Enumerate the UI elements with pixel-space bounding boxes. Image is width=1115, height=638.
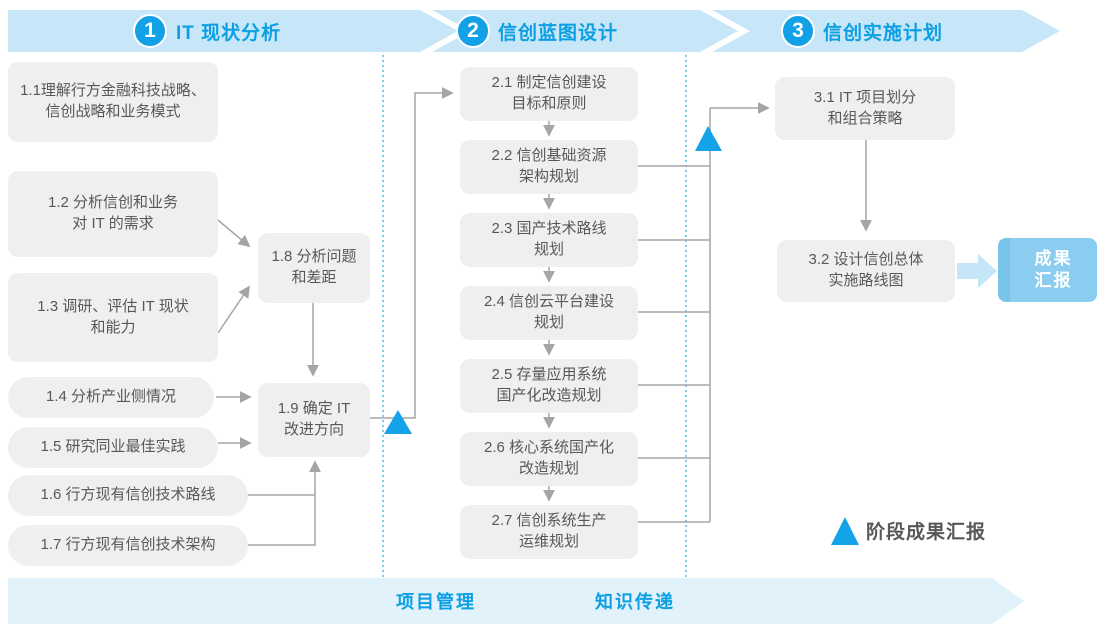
task-box-2-5-line1: 2.5 存量应用系统 (491, 366, 607, 384)
task-box-1-4: 1.4 分析产业侧情况 (8, 377, 214, 418)
project-management-label: 项目管理 (396, 592, 476, 612)
task-box-2-7-line1: 2.7 信创系统生产 (491, 512, 607, 530)
task-box-2-4-line1: 2.4 信创云平台建设 (483, 293, 615, 311)
task-box-2-6-line2: 改造规划 (518, 460, 579, 477)
task-box-1-9-line2: 改进方向 (283, 421, 344, 438)
task-box-2-2-line2: 架构规划 (518, 168, 579, 185)
task-box-2-2-line1: 2.2 信创基础资源 (491, 147, 607, 165)
task-box-1-2-line2: 对 IT 的需求 (72, 215, 154, 232)
task-box-3-2-line1: 3.2 设计信创总体 (808, 251, 924, 269)
task-box-3-2-line2: 实施路线图 (828, 272, 904, 289)
task-box-1-6-line1: 1.6 行方现有信创技术路线 (40, 486, 216, 504)
task-box-1-1-line1: 1.1理解行方金融科技战略、 (20, 82, 206, 100)
phase1-title: IT 现状分析 (176, 22, 282, 44)
task-box-1-8-line2: 和差距 (291, 269, 337, 286)
task-box-2-6-line1: 2.6 核心系统国产化 (483, 439, 615, 457)
task-box-1-3-line1: 1.3 调研、评估 IT 现状 (37, 297, 189, 315)
task-box-1-8-line1: 1.8 分析问题 (271, 248, 357, 266)
task-box-1-1-line2: 信创战略和业务模式 (45, 103, 181, 120)
knowledge-transfer-label: 知识传递 (595, 592, 675, 612)
connector-lines (212, 87, 872, 546)
result-report-line1: 成果 (1034, 248, 1073, 268)
result-block-arrow (957, 254, 997, 288)
phase3-title: 信创实施计划 (823, 22, 944, 44)
task-box-2-7-line2: 运维规划 (518, 533, 579, 550)
task-box-2-1-line1: 2.1 制定信创建设 (491, 74, 607, 92)
task-box-2-1-line2: 目标和原则 (511, 95, 587, 112)
task-box-2-4-line2: 规划 (533, 314, 564, 331)
legend-label: 阶段成果汇报 (866, 521, 987, 543)
task-box-2-4: 2.4 信创云平台建设 规划 (460, 286, 638, 340)
task-box-2-3-line1: 2.3 国产技术路线 (491, 220, 607, 238)
task-box-1-6: 1.6 行方现有信创技术路线 (8, 475, 248, 516)
task-box-1-4-line1: 1.4 分析产业侧情况 (45, 388, 177, 406)
phase2-number-badge: 2 (456, 14, 490, 48)
task-box-3-1: 3.1 IT 项目划分 和组合策略 (775, 77, 955, 140)
legend-triangle-icon (831, 517, 859, 545)
task-box-2-3-line2: 规划 (533, 241, 564, 258)
task-box-1-9-line1: 1.9 确定 IT (277, 400, 351, 418)
task-box-1-5-line1: 1.5 研究同业最佳实践 (40, 438, 186, 456)
task-box-1-3-line2: 和能力 (90, 318, 136, 336)
task-box-2-7: 2.7 信创系统生产 运维规划 (460, 505, 638, 559)
task-box-3-1-line2: 和组合策略 (827, 109, 903, 127)
task-box-2-5-line2: 国产化改造规划 (496, 387, 602, 404)
task-box-3-1-line1: 3.1 IT 项目划分 (813, 88, 917, 106)
task-box-2-1: 2.1 制定信创建设 目标和原则 (460, 67, 638, 121)
task-box-2-3: 2.3 国产技术路线 规划 (460, 213, 638, 267)
bottom-process-arrow (8, 578, 1024, 624)
phase3-number-badge: 3 (781, 14, 815, 48)
task-box-1-7-line1: 1.7 行方现有信创技术架构 (40, 536, 216, 554)
task-box-1-2-line1: 1.2 分析信创和业务 (47, 194, 179, 212)
task-box-1-2: 1.2 分析信创和业务 对 IT 的需求 (8, 171, 218, 257)
task-box-3-2: 3.2 设计信创总体 实施路线图 (777, 240, 955, 302)
phase2-banner (432, 10, 738, 52)
task-box-1-9: 1.9 确定 IT 改进方向 (258, 383, 370, 457)
result-report-line2: 汇报 (1034, 271, 1073, 290)
task-box-1-8: 1.8 分析问题 和差距 (258, 233, 370, 303)
task-box-2-6: 2.6 核心系统国产化 改造规划 (460, 432, 638, 486)
phase1-banner (8, 10, 458, 52)
phase1-number-badge: 1 (133, 14, 167, 48)
task-box-1-1: 1.1理解行方金融科技战略、 信创战略和业务模式 (8, 62, 218, 142)
task-box-2-5: 2.5 存量应用系统 国产化改造规划 (460, 359, 638, 413)
stage-report-triangle-phase2 (695, 126, 722, 151)
task-box-1-7: 1.7 行方现有信创技术架构 (8, 525, 248, 566)
stage-report-triangle-phase1 (384, 410, 412, 434)
task-box-2-2: 2.2 信创基础资源 架构规划 (460, 140, 638, 194)
result-report-box: 成果 汇报 (998, 238, 1097, 302)
phase2-title: 信创蓝图设计 (498, 22, 619, 44)
task-box-1-3: 1.3 调研、评估 IT 现状 和能力 (8, 273, 218, 362)
task-box-1-5: 1.5 研究同业最佳实践 (8, 427, 218, 468)
